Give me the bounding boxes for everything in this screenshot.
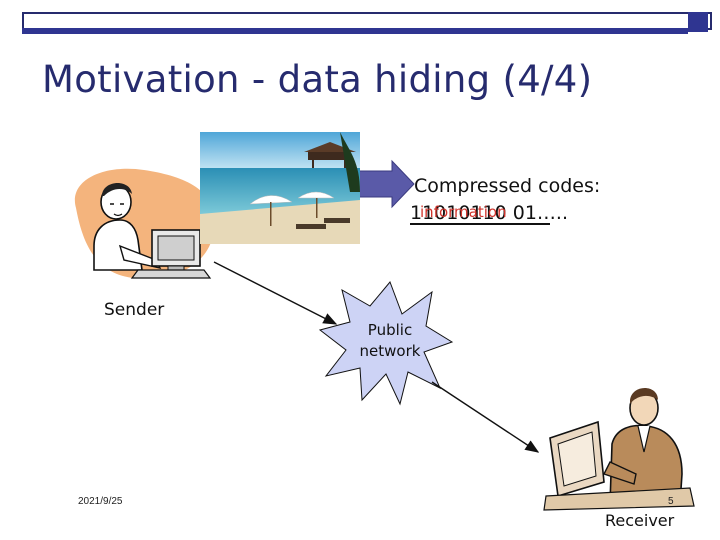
sender-label: Sender xyxy=(104,300,165,320)
slide-title: Motivation - data hiding (4/4) xyxy=(42,58,593,101)
title-bar-decoration xyxy=(22,12,712,34)
receiver-person-icon xyxy=(543,388,695,511)
public-network-line1: Public xyxy=(367,321,413,339)
beach-photo xyxy=(200,132,360,244)
sender-to-network-arrow xyxy=(213,261,338,325)
receiver-label: Receiver xyxy=(605,511,675,530)
public-network-label: Public network xyxy=(348,320,432,362)
public-network-line2: network xyxy=(359,342,421,360)
title-bar-square xyxy=(688,12,708,32)
compressed-codes-bits: 11010110 01….. xyxy=(410,202,569,224)
page-number: 5 xyxy=(668,496,674,507)
hidden-information-label: information xyxy=(420,203,507,221)
sender-person-icon xyxy=(74,168,215,279)
network-to-receiver-arrow xyxy=(431,381,540,453)
slide-date: 2021/9/25 xyxy=(78,496,123,507)
public-network-starburst xyxy=(318,281,454,406)
title-bar-fill xyxy=(22,28,688,34)
compressed-codes-underline xyxy=(410,223,550,225)
compressed-codes-label: Compressed codes: xyxy=(414,175,601,197)
